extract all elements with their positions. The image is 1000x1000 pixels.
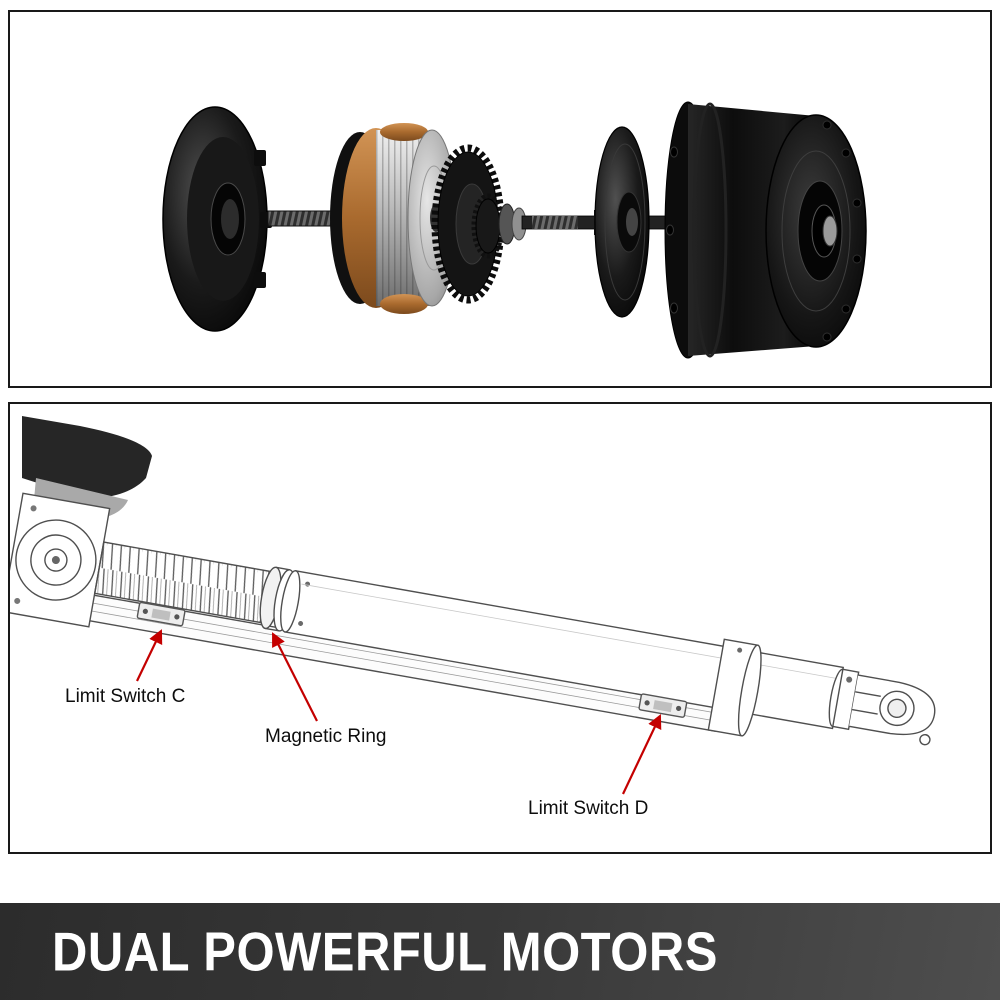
banner-title: DUAL POWERFUL MOTORS (52, 920, 718, 983)
magnetic-ring-arrow (272, 632, 318, 722)
hub-drum (664, 101, 867, 359)
limit-switch-c (136, 601, 186, 627)
gear-set (431, 144, 527, 304)
outer-tube-collar (707, 638, 762, 737)
exploded-motor-svg (162, 101, 867, 359)
limit-switch-d-arrow (622, 714, 662, 795)
banner: DUAL POWERFUL MOTORS (0, 903, 1000, 1000)
limit-switch-c-arrow (136, 629, 163, 682)
magnetic-ring-label: Magnetic Ring (265, 726, 386, 747)
exploded-motor-panel (8, 10, 992, 388)
gearbox (10, 492, 111, 628)
clevis-end (828, 668, 936, 746)
side-cover-disc (594, 126, 650, 318)
actuator-assembly (10, 492, 936, 746)
actuator-cutaway-svg: Limit Switch C Magnetic Ring Limit Switc… (10, 416, 936, 819)
limit-switch-d (638, 693, 688, 718)
end-cover (162, 106, 272, 332)
limit-switch-c-label: Limit Switch C (65, 686, 185, 707)
limit-switch-d-label: Limit Switch D (528, 798, 648, 819)
actuator-diagram-panel: Limit Switch C Magnetic Ring Limit Switc… (8, 402, 992, 854)
